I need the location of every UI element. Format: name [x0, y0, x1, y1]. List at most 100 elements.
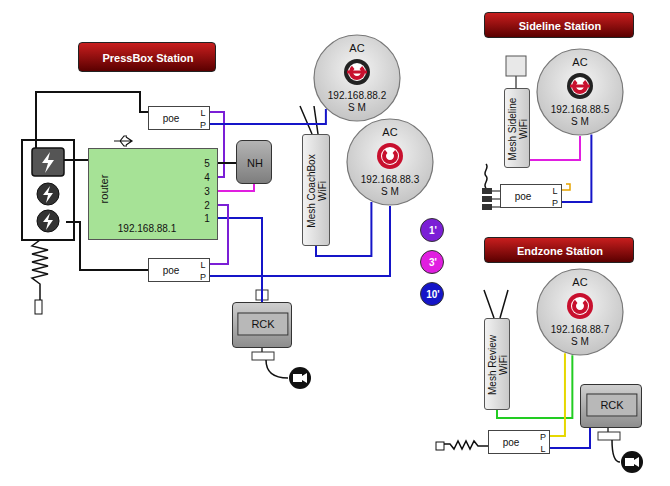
power-plug: [482, 196, 492, 202]
device-label: AC: [572, 277, 587, 288]
bolt-symbol: [43, 186, 53, 203]
cable-connector: [550, 353, 565, 436]
device-label: Mesh Sideline WiFi: [508, 92, 529, 166]
camera-connector: [252, 352, 274, 360]
power-cord-coil: [32, 240, 48, 300]
camera-icon: [625, 457, 639, 467]
cable-connector: [550, 428, 590, 448]
ip-address: 192.168.88.7: [551, 325, 609, 335]
access-point-body: [537, 269, 623, 355]
camera-connector: [598, 432, 620, 440]
camera-lead: [261, 348, 263, 352]
power-wire: [492, 191, 500, 207]
port-label: S M: [571, 337, 589, 347]
poe-injector: poe LP: [148, 258, 210, 282]
port-label: P: [540, 433, 546, 442]
brand-logo: [567, 293, 593, 319]
power-plug: [35, 300, 42, 314]
camera-icon: [621, 451, 643, 473]
power-wire: [64, 159, 88, 161]
legend-item: 3': [420, 250, 444, 274]
legend-item: 10': [420, 282, 444, 306]
bolt-symbol: [42, 152, 54, 173]
bolt-symbol: [43, 213, 53, 230]
antenna-lead: [515, 76, 517, 88]
cable-connector: [218, 184, 254, 191]
antenna-box: [506, 56, 526, 76]
port-number: 4: [204, 173, 210, 183]
device-label: NH: [247, 158, 263, 169]
device-label: router: [99, 169, 111, 209]
ip-address: 192.168.88.2: [328, 91, 386, 101]
port-label: L: [200, 109, 205, 118]
access-point-body: [537, 49, 623, 135]
port-label: L: [200, 261, 205, 270]
access-point-body: [347, 119, 433, 205]
brand-logo: [344, 59, 370, 85]
legend-text: 1': [429, 226, 437, 236]
device-label: Mesh Review WiFi: [488, 332, 509, 398]
port-number: 2: [204, 201, 210, 211]
access-point: AC 192.168.88.5 S M: [536, 48, 624, 136]
station-banner: Sideline Station: [484, 12, 634, 38]
jumper-loop: [562, 184, 570, 190]
device-label: poe: [503, 438, 520, 448]
power-outlet: [37, 210, 59, 232]
rck-box: RCK: [580, 384, 642, 428]
mesh-wifi-box: Mesh CoachBox WiFi: [302, 134, 330, 246]
port-number: 3: [204, 187, 210, 197]
port-label: P: [552, 199, 558, 208]
device-label: poe: [163, 266, 180, 276]
cable-connector: [218, 218, 262, 302]
poe-injector: poeLP: [500, 184, 562, 208]
access-point: AC 192.168.88.2 S M: [313, 34, 401, 122]
mesh-wifi-box: Mesh Sideline WiFi: [504, 88, 530, 168]
power-plug: [436, 442, 444, 450]
power-strip-outline: [22, 140, 74, 240]
station-title: PressBox Station: [102, 53, 193, 64]
port-label: S M: [571, 117, 589, 127]
poe-injector: poe PL: [488, 430, 550, 454]
port-label: S M: [348, 103, 366, 113]
ip-address: 192.168.88.1: [118, 224, 176, 234]
port-number: 5: [204, 159, 210, 169]
device-label: poe: [163, 114, 180, 124]
usb-symbol: [114, 136, 132, 146]
camera-cable: [612, 440, 620, 462]
camera-lead: [607, 428, 609, 432]
device-label: AC: [349, 43, 364, 54]
legend-text: 3': [429, 258, 437, 268]
cable-connector: [210, 109, 326, 124]
power-outlet: [32, 148, 64, 176]
cable-connector: [562, 135, 591, 202]
power-wire: [36, 92, 148, 148]
ip-address: 192.168.88.3: [361, 175, 419, 185]
device-label: AC: [382, 127, 397, 138]
access-point-body: [314, 35, 400, 121]
camera-cable: [266, 360, 288, 378]
port-label: L: [540, 445, 545, 454]
cable-connector: [530, 136, 580, 160]
access-point: AC192.168.88.3S M: [346, 118, 434, 206]
port-label: P: [200, 273, 206, 282]
camera-icon: [293, 373, 307, 383]
legend-text: 10': [426, 290, 440, 300]
camera-icon: [289, 367, 311, 389]
antenna: [300, 106, 318, 134]
power-cord-coil: [485, 164, 487, 188]
port-label: L: [552, 187, 557, 196]
poe-injector: poe LP: [148, 106, 210, 130]
station-banner: PressBox Station: [78, 42, 216, 72]
brand-logo: [567, 73, 593, 99]
antenna: [484, 290, 508, 318]
ip-address: 192.168.88.5: [551, 105, 609, 115]
device-label: RCK: [586, 394, 637, 417]
cable-connector: [210, 206, 390, 276]
station-title: Endzone Station: [517, 246, 603, 257]
device-label: RCK: [237, 313, 288, 336]
device-label: AC: [572, 57, 587, 68]
power-plug: [482, 188, 492, 194]
port-label: P: [200, 121, 206, 130]
legend-item: 1': [420, 218, 444, 242]
